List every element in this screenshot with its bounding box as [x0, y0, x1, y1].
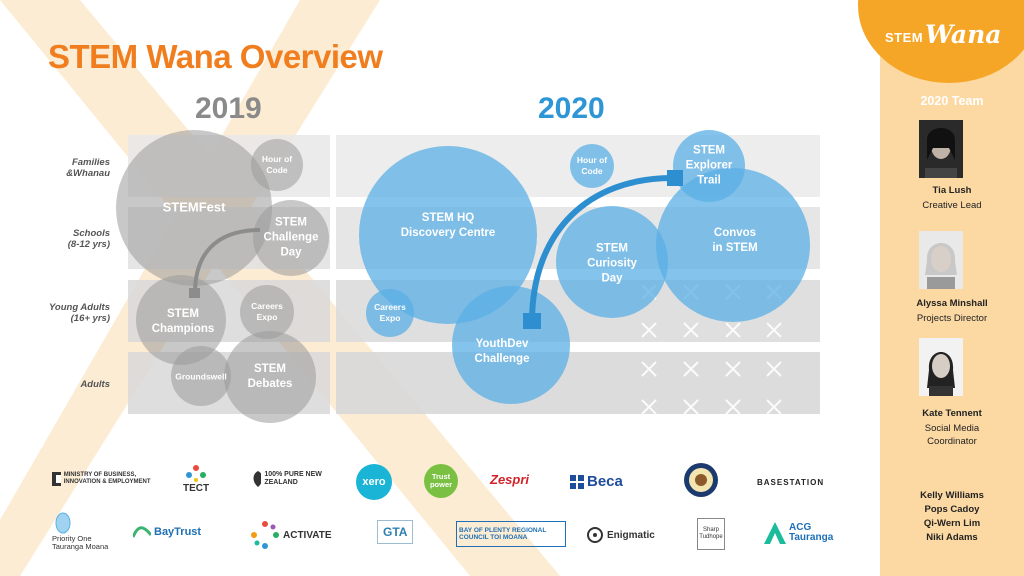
bubble-champions: STEM Champions: [151, 308, 215, 335]
member-role-1: Creative Lead: [922, 200, 982, 211]
member-role-3: Social Media Coordinator: [924, 423, 980, 447]
photo-kate-tennent: [919, 338, 963, 396]
bubble-2019-careers-expo: Careers Expo: [251, 300, 283, 322]
logo-stem-text: STEM: [885, 30, 924, 45]
sponsor-baytrust: BayTrust: [133, 525, 201, 539]
year-2020-heading: 2020: [538, 92, 605, 125]
bubble-youthdev: YouthDev Challenge: [474, 338, 530, 365]
page-title: STEM Wana Overview: [48, 38, 383, 75]
sponsor-priority-one-text: Priority One Tauranga Moana: [52, 534, 109, 551]
member-name-2: Alyssa Minshall: [916, 298, 988, 309]
bubble-groundswell: Groundswell: [175, 371, 227, 382]
logo-wana-text: Wana: [925, 20, 1002, 49]
beca-grid-icon: [570, 474, 584, 489]
sponsor-mbie: MINISTRY OF BUSINESS, INNOVATION & EMPLO…: [50, 470, 160, 488]
bubble-curiosity-day: STEM Curiosity Day: [587, 242, 637, 285]
member-role-2: Projects Director: [916, 313, 988, 324]
bubble-2020-careers-expo: Careers Expo: [374, 301, 406, 323]
sponsor-enigmatic: Enigmatic: [586, 526, 655, 544]
row-label-schools: Schools (8-12 yrs): [67, 228, 110, 250]
sponsor-enigmatic-text: Enigmatic: [607, 529, 655, 541]
sponsor-us-embassy: [683, 462, 719, 498]
acg-mark-icon: [764, 522, 786, 544]
bubble-challenge-day: STEM Challenge Day: [263, 216, 319, 259]
sponsor-gta: GTA: [377, 520, 414, 544]
sponsor-sharp-tudhope: Sharp Tudhope: [697, 518, 725, 550]
member-name-1: Tia Lush: [932, 185, 972, 196]
sponsor-beca-text: Beca: [587, 473, 623, 490]
enigmatic-circle-icon: [587, 527, 603, 543]
bubbles-2019: [116, 130, 329, 423]
bubble-2020-hour-of-code: Hour of Code: [576, 154, 608, 176]
team-member-extra-4: Niki Adams: [926, 532, 978, 543]
connector-2020: [523, 170, 683, 329]
sponsor-activate: ACTIVATE: [250, 520, 332, 550]
team-member-extra-3: Qi-Wern Lim: [923, 518, 981, 529]
sponsor-xero: xero: [356, 464, 392, 500]
fern-icon: [253, 471, 262, 487]
seal-icon: [684, 463, 718, 497]
sponsor-tect: TECT: [183, 464, 209, 494]
bubble-2019-hour-of-code: Hour of Code: [261, 153, 293, 175]
team-member-extra-1: Kelly Williams: [920, 490, 984, 501]
tect-star-icon: [186, 465, 207, 482]
team-title: 2020 Team: [920, 94, 984, 108]
sponsor-acg: ACG Tauranga: [764, 522, 849, 544]
row-label-young-adults: Young Adults (16+ yrs): [48, 302, 110, 324]
sponsor-tect-text: TECT: [183, 483, 210, 494]
sponsor-beca: Beca: [570, 473, 623, 490]
bubble-stem-hq: STEM HQ Discovery Centre: [400, 212, 496, 239]
sponsor-priority-one: Priority One Tauranga Moana: [52, 512, 112, 551]
sponsor-pure-nz: 100% PURE NEW ZEALAND: [250, 470, 330, 488]
bubbles-2020: [359, 130, 810, 404]
sponsor-activate-text: ACTIVATE: [283, 529, 332, 541]
row-label-adults: Adults: [80, 379, 110, 390]
member-name-3: Kate Tennent: [922, 408, 982, 419]
sponsor-basestation: BASESTATION: [757, 478, 825, 487]
sponsor-trustpower: Trust power: [424, 464, 458, 498]
sponsor-bop-regional-council: BAY OF PLENTY REGIONAL COUNCIL TOI MOANA: [456, 521, 566, 547]
sponsor-mbie-text: MINISTRY OF BUSINESS, INNOVATION & EMPLO…: [63, 472, 151, 485]
sponsor-zespri: Zespri: [490, 472, 530, 487]
bubble-convos: Convos in STEM: [712, 227, 758, 254]
sponsor-xero-text: xero: [356, 464, 392, 500]
team-member-extra-2: Pops Cadoy: [924, 504, 980, 515]
photo-tia-lush: [919, 120, 963, 178]
year-2019-heading: 2019: [195, 92, 262, 125]
priority-one-icon: [55, 512, 71, 534]
bubble-explorer-trail: STEM Explorer Trail: [685, 144, 733, 187]
photo-alyssa-minshall: [919, 231, 963, 289]
sponsor-trustpower-text: Trust power: [424, 464, 458, 498]
sponsor-baytrust-text: BayTrust: [154, 526, 202, 538]
sponsor-pure-nz-text: 100% PURE NEW ZEALAND: [264, 471, 322, 486]
activate-burst-icon: [251, 521, 279, 549]
baytrust-wave-icon: [133, 526, 151, 538]
connector-2019: [189, 228, 261, 298]
bubble-debates: STEM Debates: [247, 363, 293, 390]
crest-icon: [52, 472, 61, 486]
sponsor-acg-text: ACG Tauranga: [789, 522, 834, 543]
row-label-families: Families &Whanau: [66, 157, 110, 179]
bubble-stemfest: STEMFest: [162, 199, 226, 215]
